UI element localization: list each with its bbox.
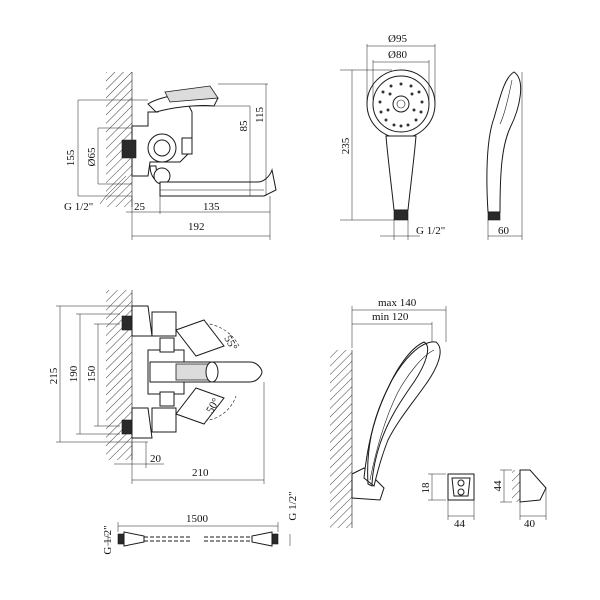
dim-thread-g12-mixer: G 1/2": [64, 201, 93, 213]
dim-thread-g12-hose-right: G 1/2": [287, 491, 299, 520]
dim-max-140: max 140: [378, 297, 417, 309]
dim-18: 18: [420, 482, 432, 494]
dim-25: 25: [134, 201, 146, 213]
dim-min-120: min 120: [372, 311, 409, 323]
dim-155: 155: [65, 149, 77, 166]
dim-150: 150: [86, 365, 98, 382]
hose-view: 1500 G 1/2" G 1/2": [102, 491, 299, 554]
handle-knob: [147, 133, 177, 163]
holder-front-detail: 18 44: [420, 473, 475, 530]
hand-shower-front-view: Ø95 Ø80 235 G 1/2": [340, 33, 445, 240]
dim-thread-g12-hose-left: G 1/2": [102, 525, 114, 554]
dim-d80: Ø80: [388, 49, 407, 61]
shower-side-profile: [486, 71, 522, 213]
mixer-front-view: 215 190 150 55° 50° 20 210: [48, 290, 265, 484]
wall-hatch: [106, 72, 132, 207]
dim-85: 85: [238, 120, 250, 132]
wall-hatch: [106, 290, 132, 460]
dim-44-width: 44: [454, 518, 466, 530]
wall-hatch: [330, 350, 352, 528]
dim-20: 20: [150, 453, 162, 465]
mixer-side-view: 155 Ø65 85 115 G 1/2" 25 135 192: [64, 72, 277, 240]
dim-215: 215: [48, 367, 60, 384]
dim-40: 40: [524, 518, 536, 530]
dim-thread-g12-shower: G 1/2": [416, 225, 445, 237]
holder-side-detail: 44 40: [492, 469, 547, 530]
dim-1500: 1500: [186, 513, 209, 525]
shower-handle: [385, 135, 417, 211]
dim-190: 190: [68, 365, 80, 382]
dim-d95: Ø95: [388, 33, 407, 45]
dim-44-height: 44: [492, 480, 504, 492]
dim-135: 135: [203, 201, 220, 213]
dim-235: 235: [340, 137, 352, 154]
dim-60: 60: [498, 225, 510, 237]
spray-nozzles: [378, 82, 424, 128]
dim-192: 192: [188, 221, 205, 233]
dim-115: 115: [254, 106, 266, 123]
dim-210: 210: [192, 467, 209, 479]
dim-angle-55: 55°: [221, 334, 239, 353]
dim-d65: Ø65: [86, 147, 98, 166]
spout: [159, 168, 277, 197]
hand-shower-side-view: 60: [486, 71, 523, 240]
wall-holder-view: max 140 min 120: [330, 297, 447, 528]
holder-shower-inner: [367, 341, 429, 487]
